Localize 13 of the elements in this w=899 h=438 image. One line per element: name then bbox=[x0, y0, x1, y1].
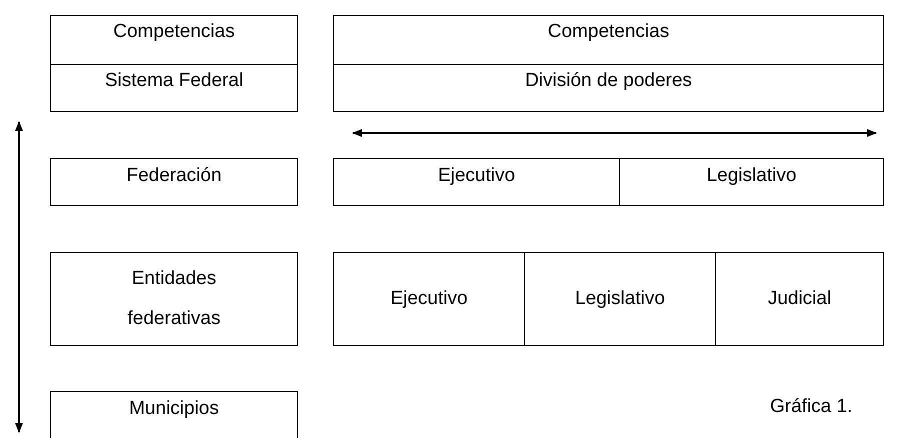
table-cell: Ejecutivo bbox=[333, 158, 620, 206]
figure-caption: Gráfica 1. bbox=[770, 395, 852, 419]
table-cell: Sistema Federal bbox=[50, 64, 298, 112]
table-cell: Municipios bbox=[50, 391, 298, 438]
table-cell: Competencias bbox=[50, 15, 298, 65]
table-cell: Entidades federativas bbox=[50, 252, 298, 346]
table-cell: Federación bbox=[50, 158, 298, 206]
table-cell: Legislativo bbox=[524, 252, 716, 346]
table-cell: Judicial bbox=[715, 252, 884, 346]
table-cell: Legislativo bbox=[619, 158, 884, 206]
table-cell: Competencias bbox=[333, 15, 884, 65]
table-cell: División de poderes bbox=[333, 64, 884, 112]
table-cell: Ejecutivo bbox=[333, 252, 525, 346]
